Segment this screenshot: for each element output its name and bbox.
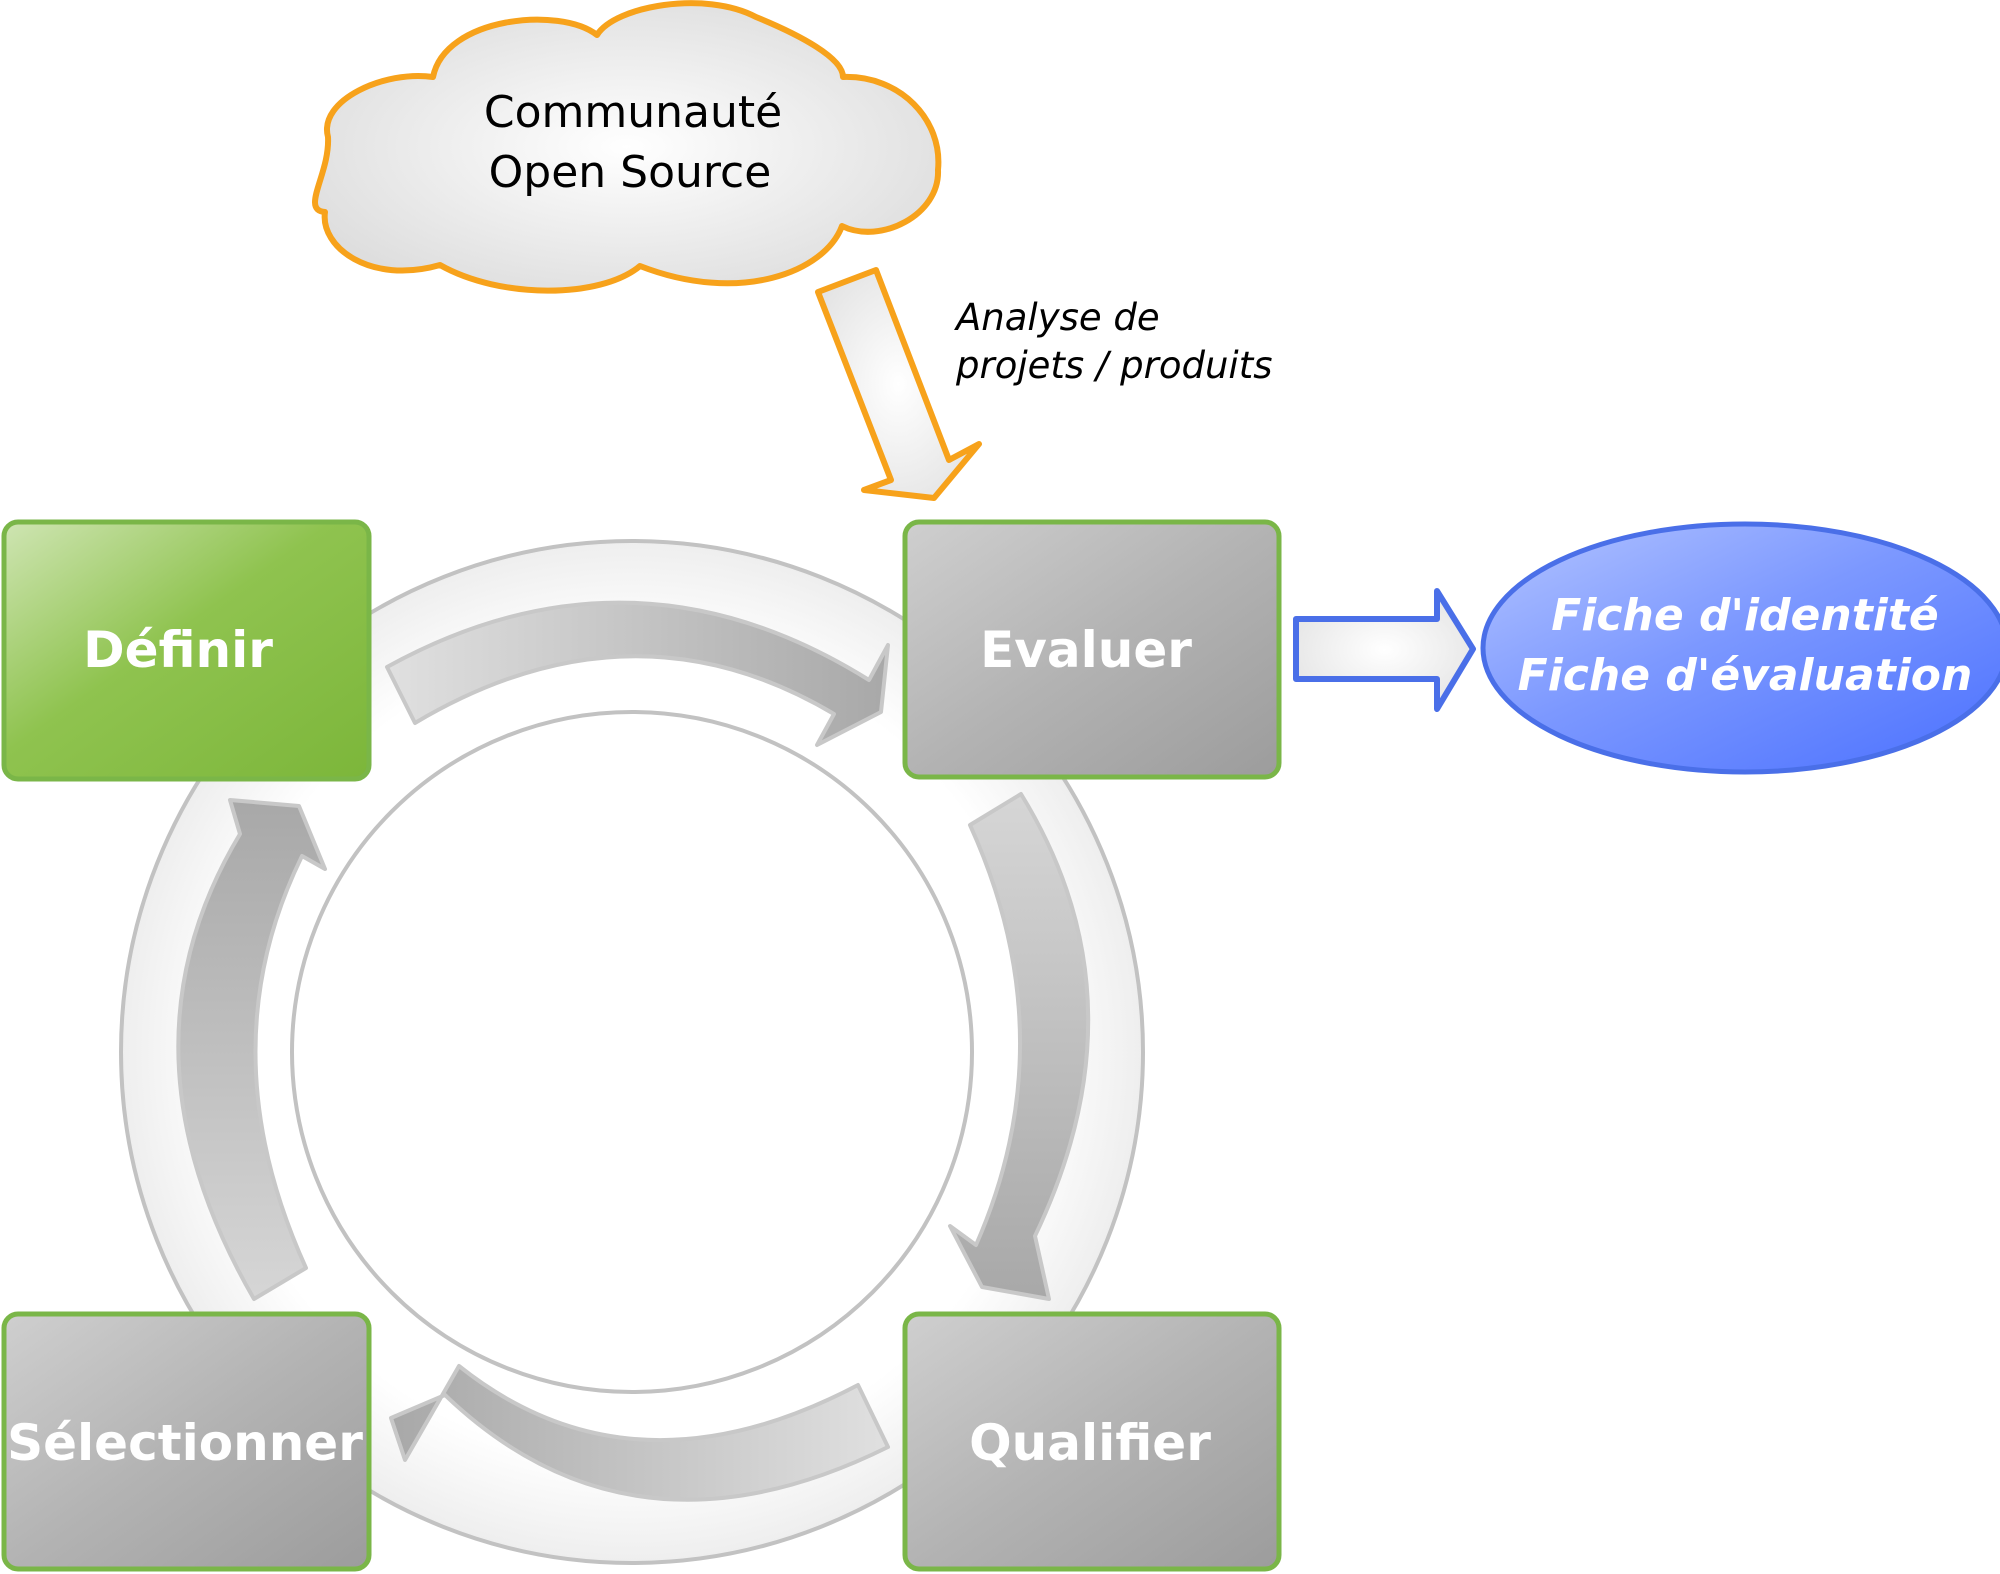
cycle-ring: [119, 539, 1145, 1565]
step-box-qualifier: Qualifier: [902, 1311, 1282, 1572]
step-box-evaluer: Evaluer: [902, 519, 1282, 780]
cycle-arrow-right: [948, 792, 1091, 1301]
output-arrow: [1293, 588, 1476, 712]
step-label-qualifier: Qualifier: [969, 1414, 1211, 1472]
cloud-label-line2: Open Source: [489, 147, 772, 198]
output-documents-ellipse: Fiche d'identité Fiche d'évaluation: [1480, 521, 2000, 775]
open-source-community-cloud: Communauté Open Source: [312, 0, 942, 294]
cycle-arrow-top: [385, 600, 890, 747]
step-box-definir: Définir: [1, 519, 372, 782]
cloud-label-line1: Communauté: [484, 87, 782, 138]
cycle-arrow-bottom: [389, 1364, 890, 1502]
step-label-selectionner: Sélectionner: [7, 1414, 363, 1472]
annotation-line1: Analyse de: [954, 296, 1160, 339]
step-label-evaluer: Evaluer: [980, 621, 1192, 679]
step-label-definir: Définir: [83, 621, 273, 679]
annotation-line2: projets / produits: [955, 344, 1273, 387]
output-label-line1: Fiche d'identité: [1551, 590, 1938, 641]
step-box-selectionner: Sélectionner: [1, 1311, 372, 1572]
cycle-arrow-left: [176, 798, 327, 1301]
analysis-arrow: [815, 267, 982, 501]
output-label-line2: Fiche d'évaluation: [1518, 650, 1973, 701]
